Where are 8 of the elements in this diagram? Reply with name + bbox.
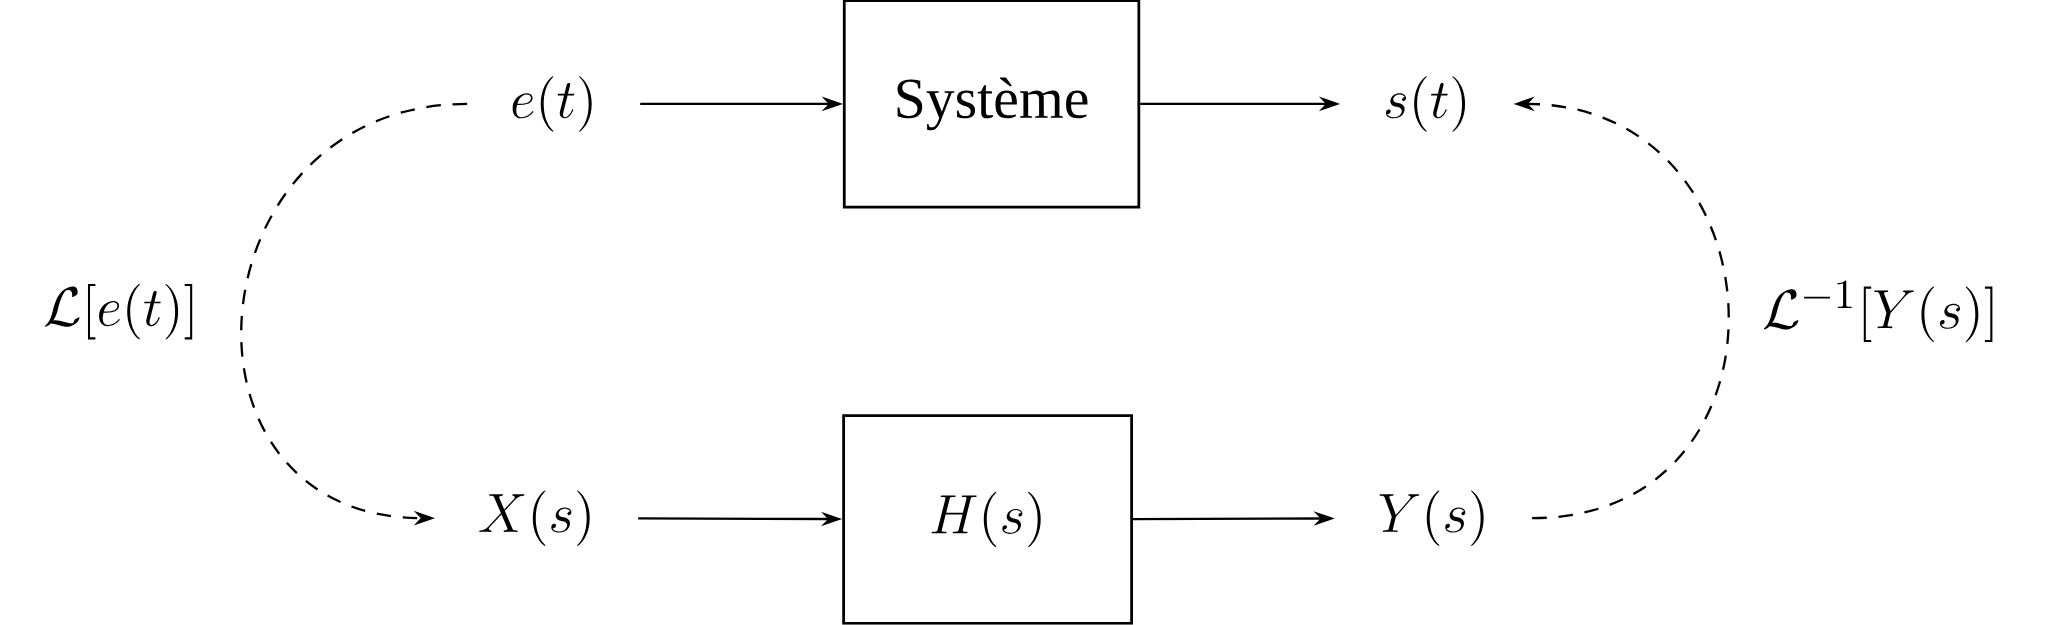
- edge-label: $\mathcal{L}^{-1}[Y(s)]$: [1763, 280, 1993, 343]
- signal-label: $Y(s)$: [1379, 490, 1484, 547]
- signal-label: $s(t)$: [1385, 76, 1466, 132]
- edge-label: $\mathcal{L}[e(t)]$: [45, 284, 193, 340]
- block-box: $H(s)$: [842, 414, 1133, 625]
- block-box: Système: [842, 0, 1141, 209]
- signal-label: $e(t)$: [512, 76, 592, 132]
- signal-label: $X(s)$: [479, 490, 590, 547]
